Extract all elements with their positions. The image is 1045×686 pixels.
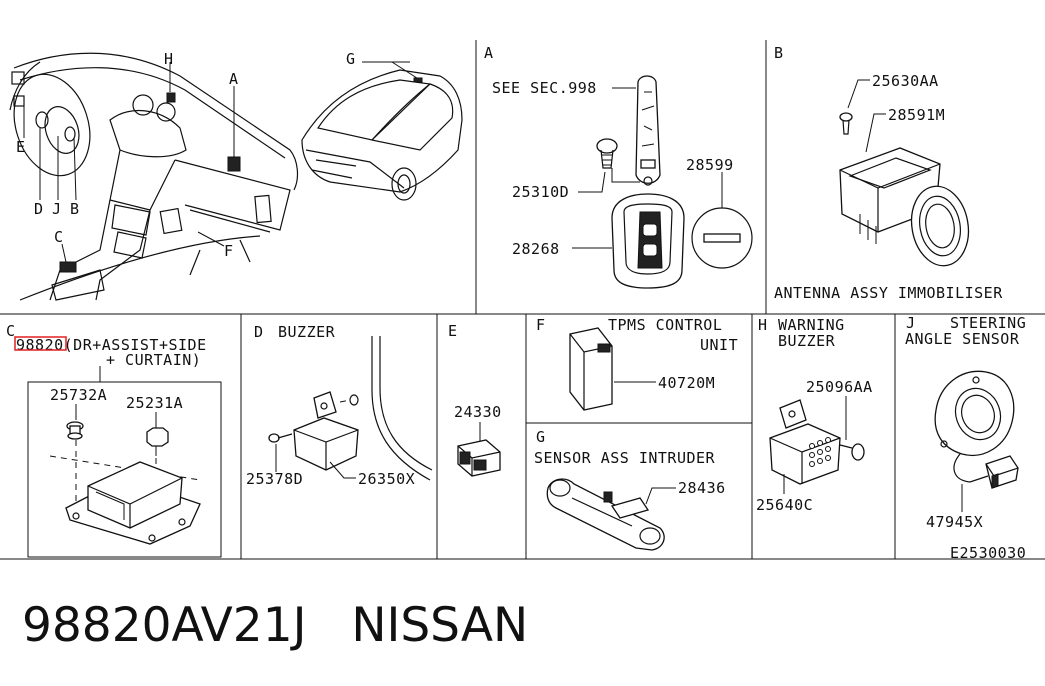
panel-letter: J [906,314,916,332]
immobiliser-antenna [839,147,970,267]
screw-25310d [596,138,618,169]
screw-25378d [268,433,293,443]
panel-c: C 98820(DR+ASSIST+SIDE + CURTAIN) 25732A… [6,322,222,558]
callout-B: B [70,200,80,218]
bolt-25732a [66,421,84,440]
part-25310d: 25310D [512,183,569,201]
part-40720m: 40720M [658,374,715,392]
panel-g-title: SENSOR ASS INTRUDER [534,449,716,467]
panel-j-title-line2: ANGLE SENSOR [905,330,1020,348]
panel-g: G SENSOR ASS INTRUDER 28436 [534,428,726,551]
part-47945x: 47945X [926,513,983,531]
panel-letter: B [774,44,784,62]
part-28436: 28436 [678,479,726,497]
dashboard-overview [9,52,299,301]
panel-h-title-line1: WARNING [778,316,845,334]
key-blade [635,75,661,184]
diagram-code: E2530030 [950,544,1026,562]
panel-letter: E [448,322,458,340]
screw-25630aa [839,112,853,135]
part-24330: 24330 [454,403,502,421]
panel-letter: F [536,316,546,334]
callout-G: G [346,50,356,68]
footer-part-number: 98820AV21J [22,598,307,653]
panel-f-title-line2: UNIT [700,336,738,354]
part-25096aa: 25096AA [806,378,873,396]
steering-angle-sensor [934,370,1019,489]
screw-25096aa [835,443,865,461]
part-25640c: 25640C [756,496,813,514]
panel-j-title-line1: STEERING [950,314,1026,332]
relay-24330 [457,439,501,477]
warning-buzzer [769,399,841,485]
part-26350x: 26350X [358,470,415,488]
panel-grid [0,40,1045,560]
see-section-note: SEE SEC.998 [492,79,597,97]
callout-E: E [16,138,26,156]
part-28591m: 28591M [888,106,945,124]
panel-e: E 24330 [448,322,502,477]
buzzer-26350x [293,391,359,471]
airbag-description-line2: + CURTAIN) [106,351,201,369]
panel-letter: H [758,316,768,334]
callout-J: J [52,200,62,218]
callout-F: F [224,242,234,260]
part-25231a: 25231A [126,394,183,412]
panel-f-title-line1: TPMS CONTROL [608,316,722,334]
highlight-box [14,336,67,351]
key-fob-28268 [611,193,685,289]
battery-28599 [691,207,753,269]
panel-b-caption: ANTENNA ASSY IMMOBILISER [774,284,1003,302]
part-number-footer: 98820AV21J NISSAN [22,598,528,653]
footer-brand: NISSAN [351,598,529,653]
panel-a: A SEE SEC.998 25310D 28268 28599 [484,44,753,289]
panel-f: F TPMS CONTROL UNIT 40720M [536,316,738,411]
panel-d: D BUZZER 25378D 26350X [246,323,433,488]
panel-letter: G [536,428,546,446]
panel-h-title-line2: BUZZER [778,332,836,350]
callout-H: H [164,50,174,68]
overview-callout-labels: H A G E D J B C F [16,50,356,260]
callout-C: C [54,228,64,246]
panel-letter: C [6,322,16,340]
car-overview [301,61,463,201]
panel-letter: D [254,323,264,341]
callout-A: A [229,70,239,88]
part-25630aa: 25630AA [872,72,939,90]
bolt-25231a [146,427,169,456]
part-25378d: 25378D [246,470,303,488]
airbag-control-unit [65,461,201,545]
intruder-sensor [546,478,665,551]
panel-b: B 25630AA 28591M ANTENNA ASSY IMMOBILISE… [774,44,1003,302]
part-28268: 28268 [512,240,560,258]
panel-h: H WARNING BUZZER 25096AA 25640C [756,316,873,514]
callout-D: D [34,200,44,218]
part-28599: 28599 [686,156,734,174]
panel-j: J STEERING ANGLE SENSOR 47945X [905,314,1026,531]
tpms-control-unit [569,327,613,411]
part-25732a: 25732A [50,386,107,404]
panel-d-title: BUZZER [278,323,336,341]
panel-letter: A [484,44,494,62]
